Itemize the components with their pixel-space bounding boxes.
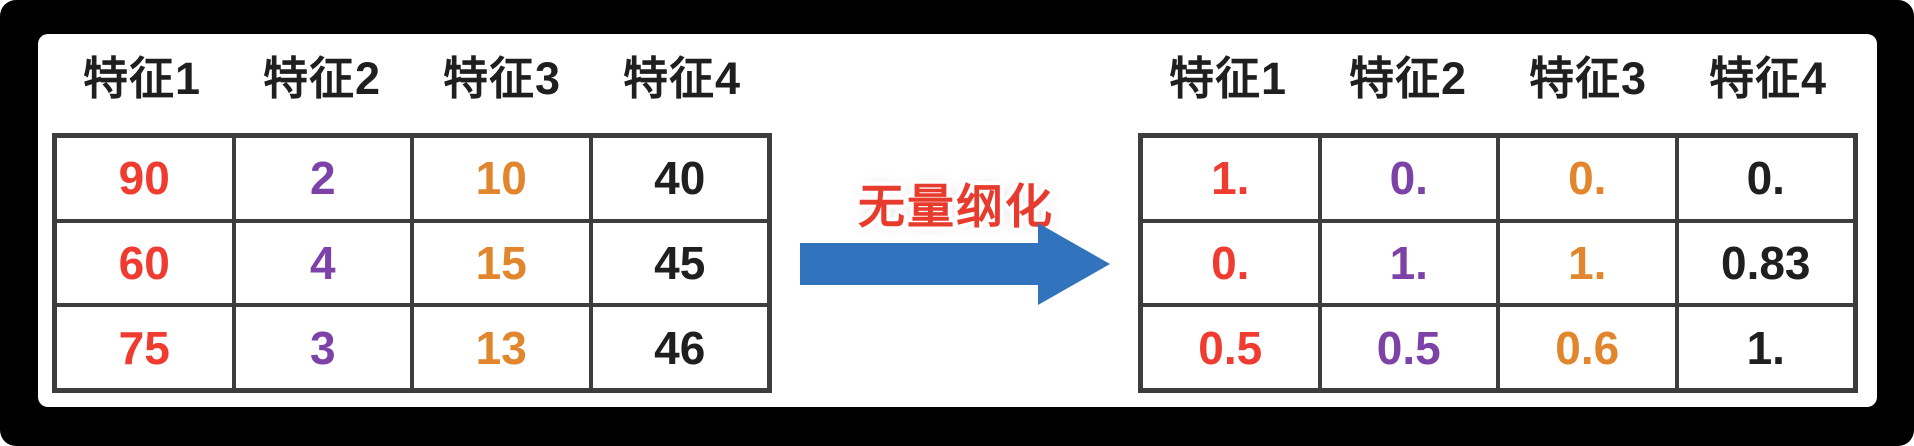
column-header: 特征1	[82, 52, 202, 104]
normalization-label: 无量纲化	[858, 180, 1054, 233]
arrow-head	[1038, 223, 1110, 305]
column-header: 特征4	[622, 52, 742, 104]
table-cell: 45	[590, 220, 769, 306]
table-cell: 0.5	[1141, 305, 1320, 390]
table-cell: 0.6	[1498, 305, 1677, 390]
raw-table-headers: 特征1 特征2 特征3 特征4	[52, 46, 772, 104]
table-cell: 1.	[1319, 220, 1498, 306]
arrow-body	[800, 243, 1040, 285]
table-cell: 13	[412, 305, 591, 390]
table-cell: 46	[590, 305, 769, 390]
table-cell: 1.	[1498, 220, 1677, 306]
table-cell: 4	[233, 220, 412, 306]
column-header: 特征1	[1168, 52, 1288, 104]
column-header: 特征3	[442, 52, 562, 104]
table-cell: 0.	[1319, 136, 1498, 221]
table-cell: 15	[412, 220, 591, 306]
column-header: 特征4	[1708, 52, 1828, 104]
column-header: 特征2	[262, 52, 382, 104]
table-cell: 0.	[1498, 136, 1677, 221]
table-cell: 3	[233, 305, 412, 390]
table-cell: 90	[55, 136, 234, 221]
column-header: 特征3	[1528, 52, 1648, 104]
table-cell: 60	[55, 220, 234, 306]
table-cell: 0.5	[1319, 305, 1498, 390]
table-cell: 1.	[1676, 305, 1855, 390]
table-cell: 2	[233, 136, 412, 221]
table-cell: 40	[590, 136, 769, 221]
table-cell: 0.	[1141, 220, 1320, 306]
table-cell: 0.	[1676, 136, 1855, 221]
table-cell: 75	[55, 305, 234, 390]
table-cell: 1.	[1141, 136, 1320, 221]
column-header: 特征2	[1348, 52, 1468, 104]
normalized-table-headers: 特征1 特征2 特征3 特征4	[1138, 46, 1858, 104]
table-cell: 10	[412, 136, 591, 221]
table-cell: 0.83	[1676, 220, 1855, 306]
